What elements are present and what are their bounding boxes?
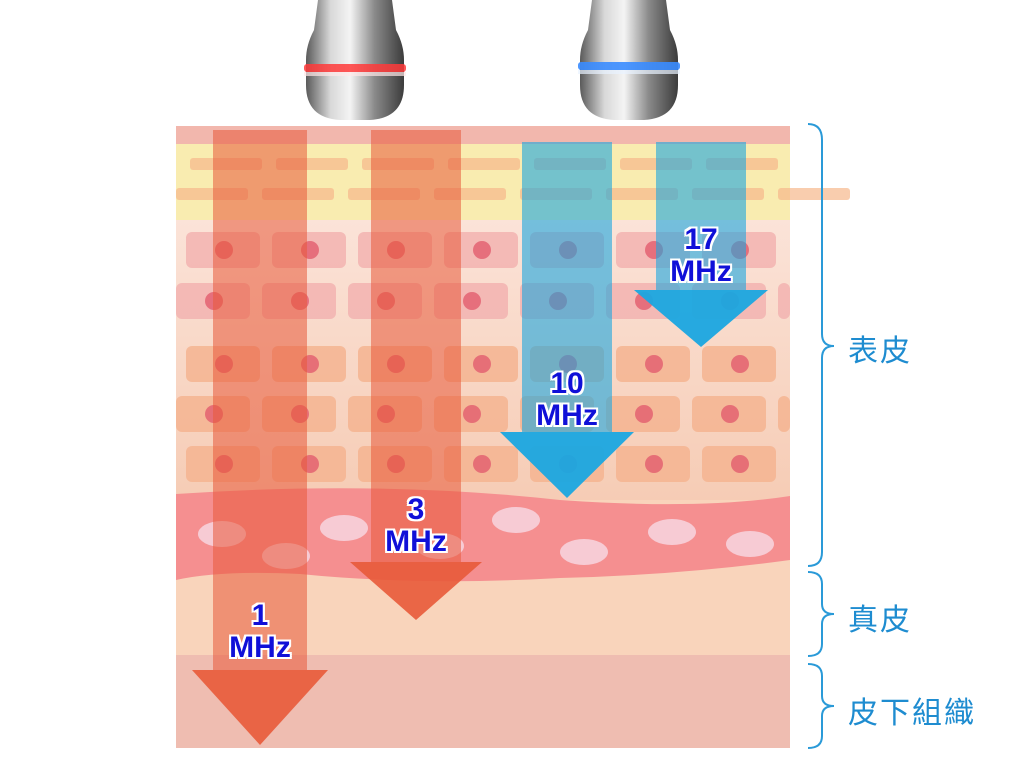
freq-3: 3 — [407, 493, 425, 526]
probe-red — [304, 0, 406, 120]
cell-nucleus — [463, 405, 481, 423]
arrow-1mhz — [192, 130, 328, 745]
arrow-3mhz — [350, 130, 482, 620]
cell-nucleus — [635, 405, 653, 423]
stratum-cell — [778, 188, 850, 200]
bracket-epidermis — [807, 123, 835, 567]
label-10mhz: 10 MHz — [507, 368, 627, 432]
cell-nucleus — [721, 405, 739, 423]
cell-nucleus — [645, 455, 663, 473]
unit-17: MHz — [670, 255, 732, 288]
epidermis-cell — [778, 283, 790, 319]
unit-10: MHz — [536, 399, 598, 432]
cell-nucleus — [645, 355, 663, 373]
freq-1: 1 — [251, 599, 269, 632]
label-17mhz: 17 MHz — [641, 224, 761, 288]
stratum-cell — [448, 158, 520, 170]
arrow-10mhz — [500, 142, 634, 498]
unit-1: MHz — [229, 631, 291, 664]
label-1mhz: 1 MHz — [200, 600, 320, 664]
arrow-17mhz — [634, 142, 768, 347]
bracket-dermis — [807, 571, 835, 657]
layer-label-dermis: 真皮 — [848, 603, 912, 638]
cell-nucleus — [473, 455, 491, 473]
layer-label-subcutaneous: 皮下組織 — [848, 696, 976, 731]
probe-blue — [578, 0, 680, 120]
label-3mhz: 3 MHz — [356, 494, 476, 558]
cell-nucleus — [463, 292, 481, 310]
cell-nucleus — [731, 455, 749, 473]
freq-17: 17 — [684, 223, 718, 256]
freq-10: 10 — [550, 367, 584, 400]
cell-nucleus — [473, 355, 491, 373]
epidermis-cell — [778, 396, 790, 432]
cell-nucleus — [731, 355, 749, 373]
bracket-subcutaneous — [807, 663, 835, 749]
layer-label-epidermis: 表皮 — [848, 334, 912, 369]
unit-3: MHz — [385, 525, 447, 558]
cell-nucleus — [473, 241, 491, 259]
